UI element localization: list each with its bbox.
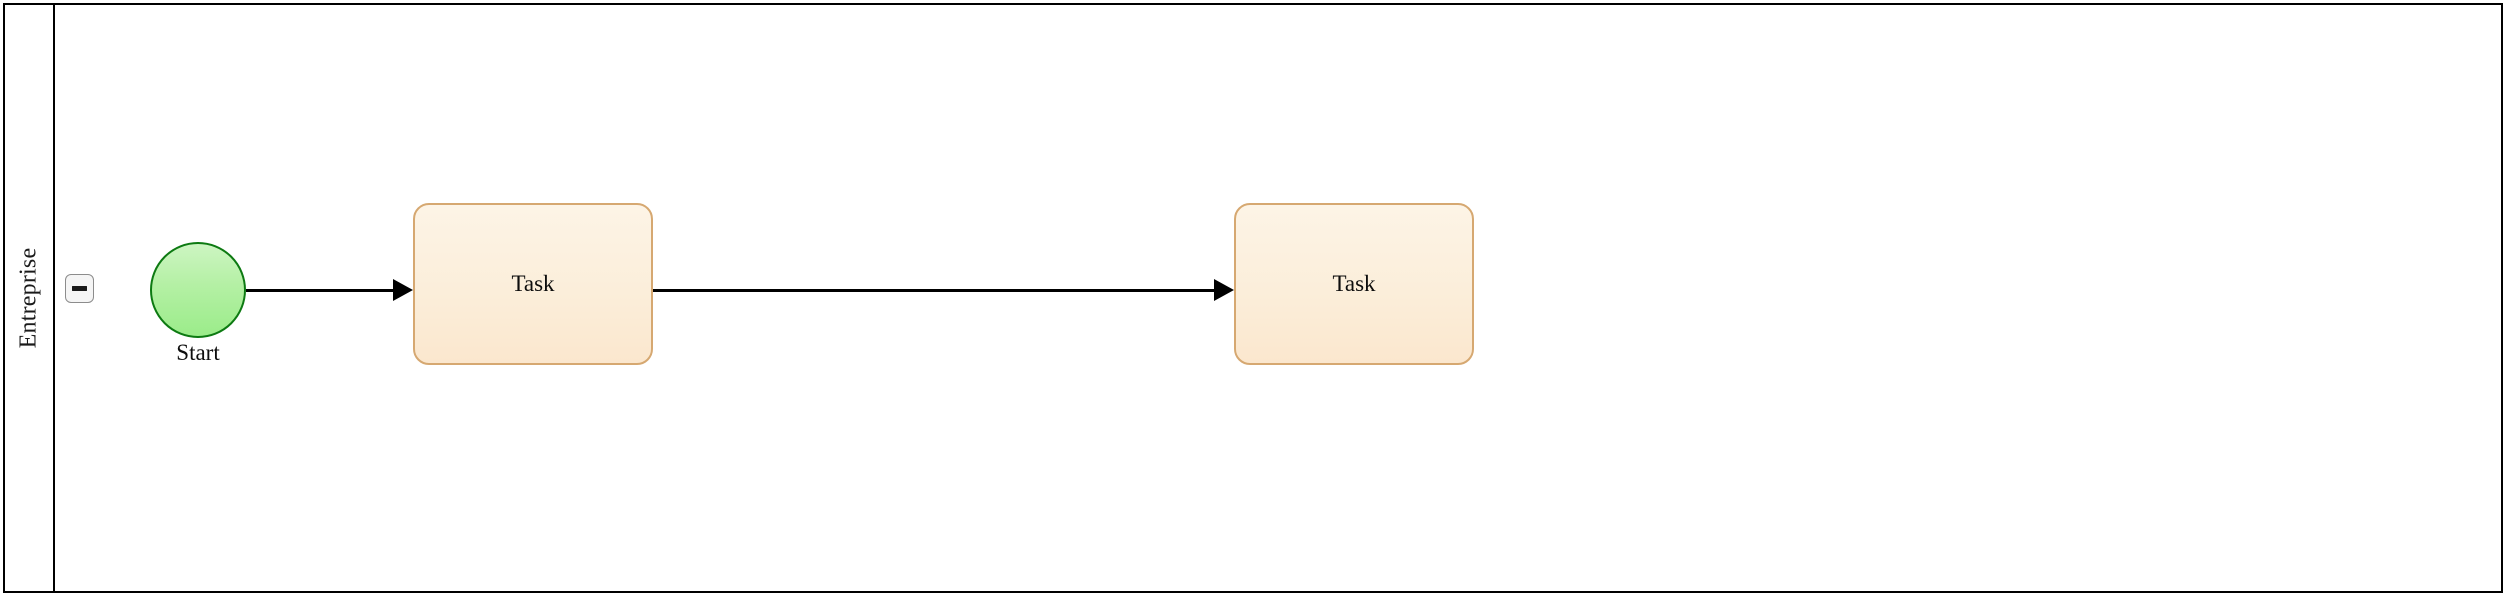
task-label: Task xyxy=(1332,271,1376,296)
start-event-label: Start xyxy=(176,340,220,365)
task-node-2[interactable]: Task xyxy=(1234,203,1474,365)
task-label: Task xyxy=(511,271,555,296)
task-node-1[interactable]: Task xyxy=(413,203,653,365)
arrow-head-icon xyxy=(1214,279,1234,301)
start-event-circle[interactable] xyxy=(150,242,246,338)
lane-header[interactable]: Entreprise xyxy=(5,5,55,591)
arrow-head-icon xyxy=(393,279,413,301)
lane-body: Start Task Task xyxy=(57,5,2501,591)
lane-title-label: Entreprise xyxy=(15,247,42,349)
sequence-flow-2[interactable] xyxy=(653,289,1217,292)
minus-icon xyxy=(72,286,87,291)
start-event[interactable]: Start xyxy=(150,242,246,365)
sequence-flow-1[interactable] xyxy=(246,289,396,292)
lane-collapse-toggle[interactable] xyxy=(65,274,94,303)
bpmn-pool[interactable]: Entreprise Start Task Task xyxy=(3,3,2503,593)
